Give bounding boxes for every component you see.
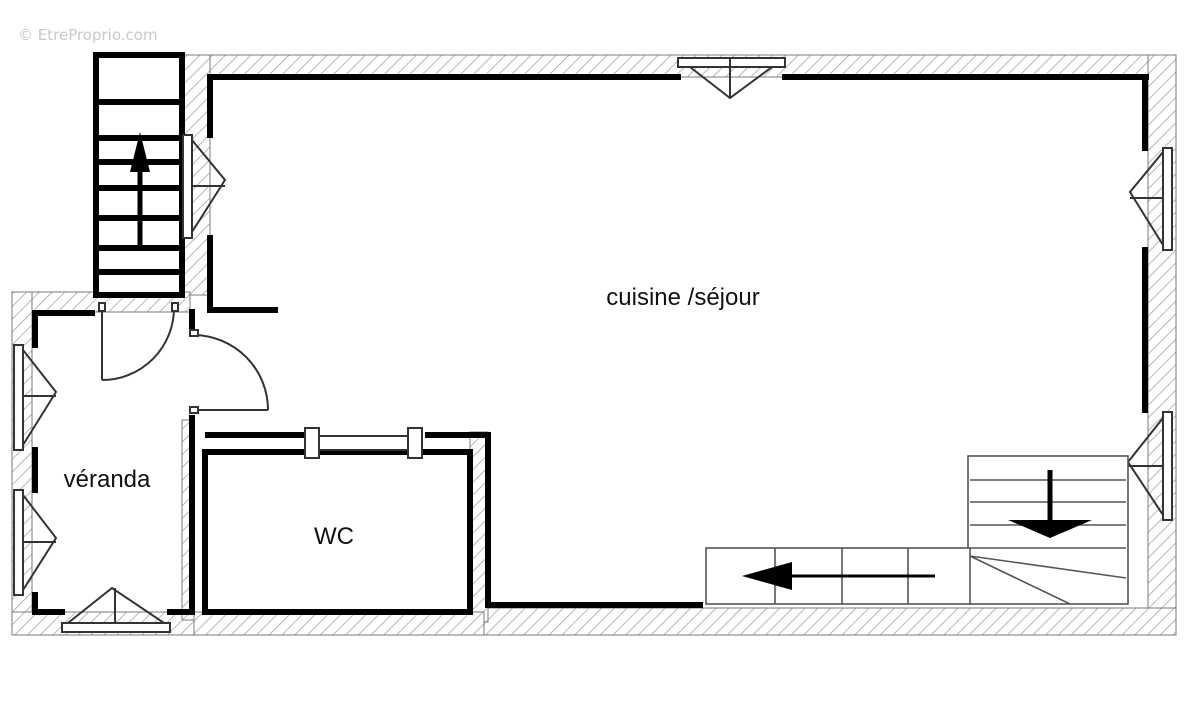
window-icon: [677, 57, 786, 100]
staircase-entrance: [93, 52, 185, 298]
watermark: © EtreProprio.com: [18, 26, 158, 44]
room-label-veranda: véranda: [64, 466, 151, 493]
window-icon: [1128, 147, 1173, 251]
room-label-living: cuisine /séjour: [606, 284, 759, 311]
window-icon: [13, 344, 58, 451]
stair-arrow-up-icon: [130, 132, 150, 248]
window-icon: [61, 586, 171, 633]
windows: [13, 57, 1173, 633]
room-label-wc: WC: [314, 523, 354, 550]
interior-walls: [32, 74, 1149, 615]
door-swing-icon: [189, 329, 269, 414]
door-swing-icon: [98, 302, 179, 381]
stair-arrow-left-icon: [742, 562, 935, 590]
window-icon: [13, 489, 58, 596]
window-icon: [304, 427, 423, 459]
window-icon: [182, 134, 227, 239]
stair-arrow-down-icon: [1008, 470, 1092, 538]
staircase-lower: [705, 455, 1129, 605]
doors: [98, 302, 269, 414]
